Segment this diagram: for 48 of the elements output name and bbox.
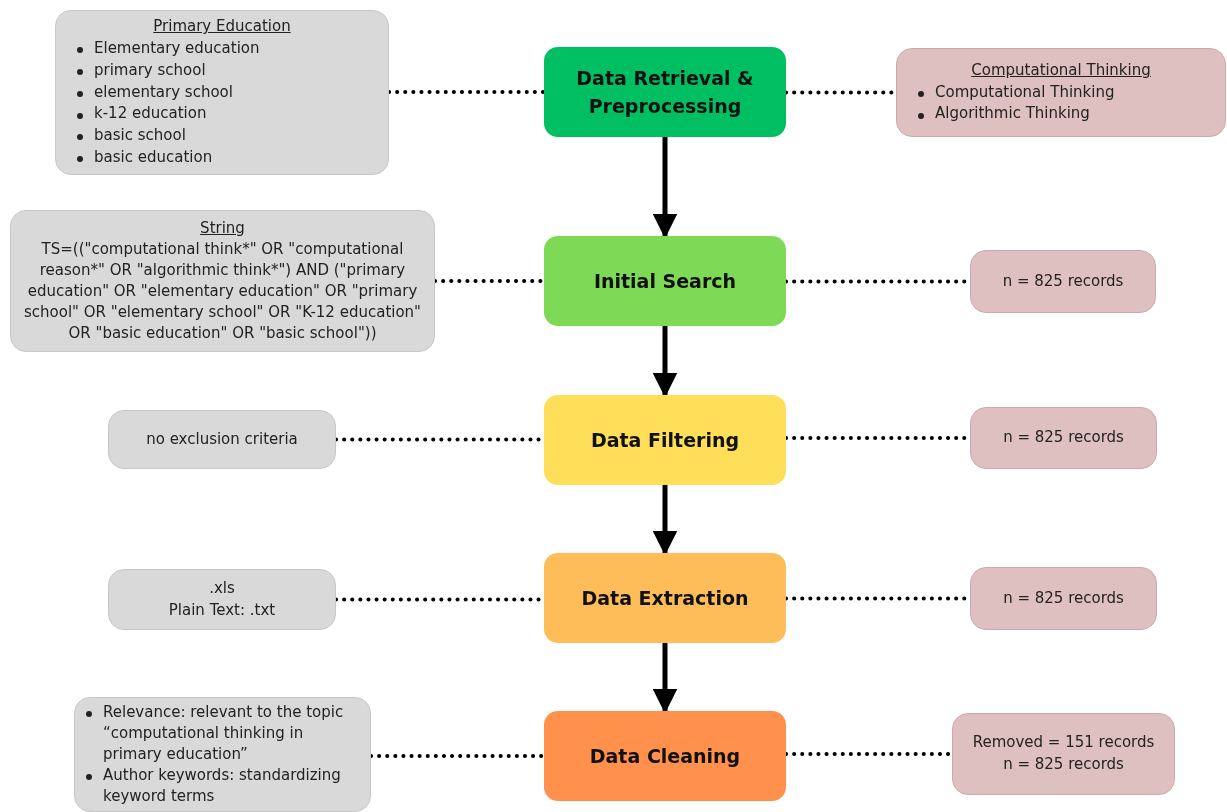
process-box xyxy=(544,711,786,801)
step-title: Initial Search xyxy=(593,268,737,294)
note-box xyxy=(108,569,336,630)
note-text: n = 825 records xyxy=(1001,270,1125,292)
note-box xyxy=(970,250,1156,313)
list-heading: Computational Thinking xyxy=(970,59,1152,81)
step-title: Data Extraction xyxy=(581,585,749,611)
dotted-connector xyxy=(387,90,546,94)
list-item: basic school xyxy=(94,126,186,145)
process-box xyxy=(544,395,786,485)
note-box xyxy=(952,713,1175,795)
step-title: Data Retrieval & Preprocessing xyxy=(575,65,755,119)
note-text: .xls xyxy=(208,577,236,599)
list-item: basic education xyxy=(94,147,213,166)
note-text: n = 825 records xyxy=(1002,754,1125,775)
note-text: n = 825 records xyxy=(1002,587,1125,609)
arrow xyxy=(652,326,678,398)
arrow xyxy=(652,137,678,239)
note-box xyxy=(970,567,1157,630)
note-text: Plain Text: .txt xyxy=(167,599,277,621)
note-text: no exclusion criteria xyxy=(145,428,299,450)
process-box xyxy=(544,553,786,643)
note-text: Removed = 151 records xyxy=(971,732,1156,754)
dotted-connector xyxy=(369,754,546,758)
note-box xyxy=(896,48,1226,137)
note-box xyxy=(970,407,1157,469)
list-item: Relevance: relevant to the topic “computational thinking in primary education” xyxy=(103,703,344,763)
list-item: Author keywords: standardizing keyword terms xyxy=(103,766,341,805)
list-item: k-12 education xyxy=(94,104,207,123)
list-item: elementary school xyxy=(94,82,233,101)
note-box xyxy=(10,210,435,352)
note-box xyxy=(108,410,336,469)
note-box xyxy=(55,10,389,175)
list-item: Computational Thinking xyxy=(935,82,1115,101)
arrow xyxy=(652,643,678,714)
list-item: Algorithmic Thinking xyxy=(935,104,1090,123)
arrow xyxy=(652,485,678,556)
process-box xyxy=(544,236,786,326)
list-item: Elementary education xyxy=(94,39,260,58)
process-box xyxy=(544,47,786,137)
list-heading: Primary Education xyxy=(152,16,292,38)
step-title: Data Cleaning xyxy=(589,743,741,769)
note-text: n = 825 records xyxy=(1002,427,1125,449)
list-item: primary school xyxy=(94,60,206,79)
search-string: TS=(("computational think*" OR "computational reason*" OR "algorithmic think*") AND ("primary education" OR "elementary education" OR "primary school" OR "elementary school" OR "K-12 education" OR "basic education" OR "basic school")) xyxy=(23,239,422,344)
box-heading: String xyxy=(199,218,246,239)
note-box xyxy=(74,697,371,812)
step-title: Data Filtering xyxy=(590,427,740,453)
